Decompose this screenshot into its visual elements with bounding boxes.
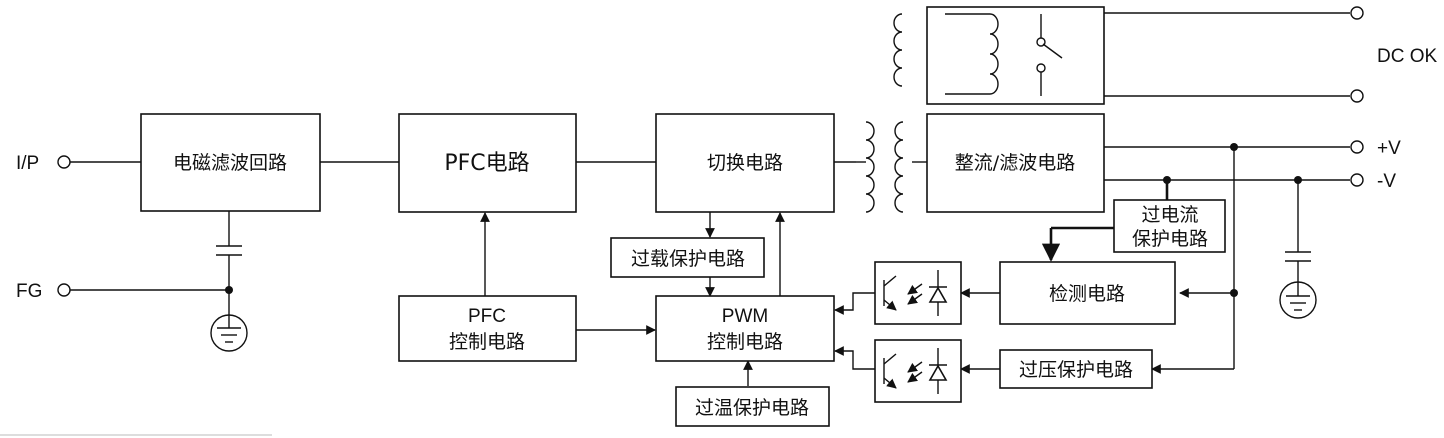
terminal-frame-ground: FG: [16, 281, 71, 302]
block-label-pwm-control-line1: PWM: [722, 306, 768, 327]
terminal-label-minus-v: -V: [1377, 171, 1396, 192]
block-label-detection: 检测电路: [1049, 283, 1125, 305]
terminal-label-plus-v: +V: [1377, 138, 1401, 159]
block-label-over-voltage-protection: 过压保护电路: [1019, 359, 1133, 381]
block-pfc-circuit: PFC电路: [398, 113, 577, 213]
dc-ok-transformer-symbol: [893, 13, 903, 87]
block-label-pfc-control-line2: 控制电路: [449, 331, 525, 353]
block-label-over-current-line1: 过电流: [1141, 204, 1198, 226]
capacitor-symbol: [216, 245, 242, 256]
terminal-negative-out: -V: [1350, 171, 1396, 192]
block-label-pwm-control-line2: 控制电路: [707, 331, 783, 353]
block-label-rectifier-filter: 整流/滤波电路: [955, 152, 1075, 174]
terminal-label-fg: FG: [16, 281, 42, 302]
block-label-overload-protection: 过载保护电路: [631, 248, 745, 270]
block-over-voltage-protection: 过压保护电路: [999, 349, 1153, 389]
block-label-pfc-control-line1: PFC: [468, 306, 506, 327]
block-overload-protection: 过载保护电路: [610, 237, 765, 278]
main-transformer-symbol: [856, 121, 904, 213]
terminal-positive-out: +V: [1350, 138, 1401, 159]
junction-dots: [225, 143, 1302, 297]
terminal-dc-ok: DC OK: [1350, 6, 1438, 103]
block-label-emi-filter: 电磁滤波回路: [173, 152, 287, 174]
output-ground-icon: [1279, 281, 1317, 319]
ground-icon: [210, 314, 248, 352]
block-switching: 切换电路: [655, 113, 835, 213]
terminal-label-input: I/P: [16, 153, 39, 174]
block-label-switching: 切换电路: [707, 152, 783, 174]
terminal-label-dc-ok: DC OK: [1377, 46, 1438, 67]
block-label-over-current-line2: 保护电路: [1132, 228, 1208, 250]
block-pwm-control: PWM 控制电路: [655, 295, 835, 362]
terminal-input: I/P: [16, 153, 71, 174]
block-label-over-temp-protection: 过温保护电路: [695, 397, 809, 419]
relay-box: [926, 6, 1105, 105]
optocoupler-upper-icon: [874, 261, 962, 325]
optocoupler-lower-icon: [874, 339, 962, 403]
output-capacitor-symbol: [1285, 251, 1311, 262]
block-detection: 检测电路: [999, 261, 1176, 325]
wires: [70, 12, 1350, 386]
block-emi-filter: 电磁滤波回路: [140, 113, 321, 212]
block-rectifier-filter: 整流/滤波电路: [926, 113, 1105, 213]
block-over-temp-protection: 过温保护电路: [675, 386, 830, 427]
block-pfc-control: PFC 控制电路: [398, 295, 577, 362]
block-label-pfc-circuit: PFC电路: [444, 151, 529, 176]
block-over-current-protection: 过电流 保护电路: [1113, 199, 1226, 253]
